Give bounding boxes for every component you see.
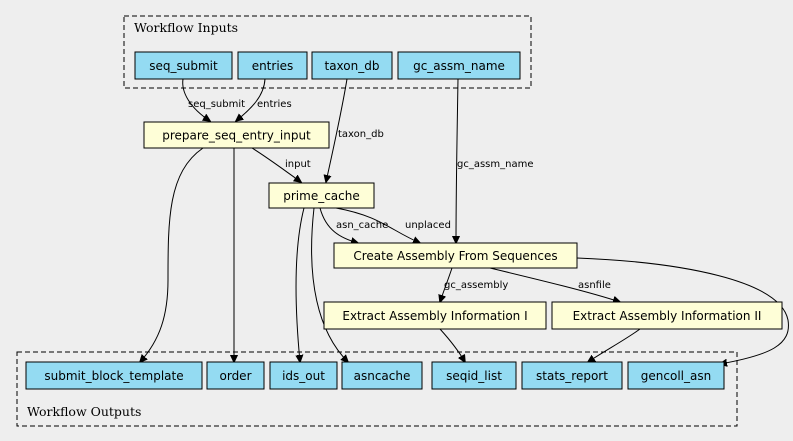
cluster-workflow-outputs: Workflow Outputs [16,351,738,427]
node-seqid-list[interactable]: seqid_list [431,361,517,390]
edge-prime-cache-unplaced-to-create [335,207,420,243]
edge-label-unplaced: unplaced [405,220,451,231]
node-extract-info-2[interactable]: Extract Assembly Information II [551,301,783,330]
node-entries[interactable]: entries [237,51,308,80]
edge-label-gc-assm-name: gc_assm_name [457,159,534,170]
edge-taxon-db-to-prime-cache [326,78,348,182]
edge-extract-1-to-seqid-list [439,328,465,362]
node-taxon-db-label: taxon_db [325,59,380,73]
cluster-workflow-inputs: Workflow Inputs [123,15,532,89]
edge-label-taxon-db: taxon_db [338,129,384,140]
edge-entries-to-prepare [236,78,266,121]
edges [140,78,789,364]
node-entries-label: entries [252,59,294,73]
node-seq-submit-label: seq_submit [149,59,218,73]
node-gencoll-asn-label: gencoll_asn [641,369,711,383]
edge-label-gc-assembly: gc_assembly [444,280,508,291]
node-gc-assm-name-label: gc_assm_name [413,59,505,73]
node-prepare-seq-entry-input-label: prepare_seq_entry_input [162,129,311,143]
node-asncache-label: asncache [354,369,411,383]
node-prepare-seq-entry-input[interactable]: prepare_seq_entry_input [143,121,330,149]
node-ids-out-label: ids_out [282,369,325,383]
node-taxon-db[interactable]: taxon_db [311,51,393,80]
edge-prepare-to-prime-cache [251,147,301,182]
edge-prime-cache-to-ids-out [296,207,305,362]
edge-label-asnfile: asnfile [578,280,611,291]
node-create-assembly[interactable]: Create Assembly From Sequences [333,242,578,269]
node-gencoll-asn[interactable]: gencoll_asn [627,361,725,390]
node-seq-submit[interactable]: seq_submit [134,51,233,80]
node-seqid-list-label: seqid_list [446,369,502,383]
edge-label-input: input [285,159,311,170]
cluster-inputs-label: Workflow Inputs [134,20,238,35]
edge-prime-cache-to-asncache [311,207,348,362]
node-stats-report-label: stats_report [536,369,608,383]
cluster-outputs-label: Workflow Outputs [27,404,141,419]
node-submit-block-template[interactable]: submit_block_template [25,361,203,390]
edge-seq-submit-to-prepare [182,78,210,121]
edge-create-to-gencoll-asn [576,257,789,364]
edge-label-entries: entries [257,99,292,110]
node-order-label: order [220,369,252,383]
edge-create-to-extract-1 [440,267,453,302]
node-submit-block-template-label: submit_block_template [44,369,183,383]
edge-gc-assm-name-to-create [456,78,458,243]
edge-label-asn-cache: asn_cache [336,220,388,231]
node-ids-out[interactable]: ids_out [269,361,338,390]
node-stats-report[interactable]: stats_report [521,361,623,390]
node-create-assembly-label: Create Assembly From Sequences [353,249,557,263]
node-prime-cache[interactable]: prime_cache [268,182,375,209]
node-extract-info-1[interactable]: Extract Assembly Information I [323,301,547,330]
edge-labels: seq_submit entries taxon_db input gc_ass… [188,99,611,291]
edge-extract-2-to-stats-report [588,328,641,362]
node-extract-info-2-label: Extract Assembly Information II [573,309,762,323]
node-prime-cache-label: prime_cache [283,189,360,203]
edge-prime-cache-to-create [319,207,358,243]
edge-prepare-to-submit-block [140,147,204,362]
node-extract-info-1-label: Extract Assembly Information I [342,309,527,323]
node-gc-assm-name[interactable]: gc_assm_name [397,51,521,80]
edge-create-to-extract-2 [489,267,620,302]
node-order[interactable]: order [206,361,265,390]
node-asncache[interactable]: asncache [341,361,423,390]
edge-label-seq-submit: seq_submit [188,99,245,110]
